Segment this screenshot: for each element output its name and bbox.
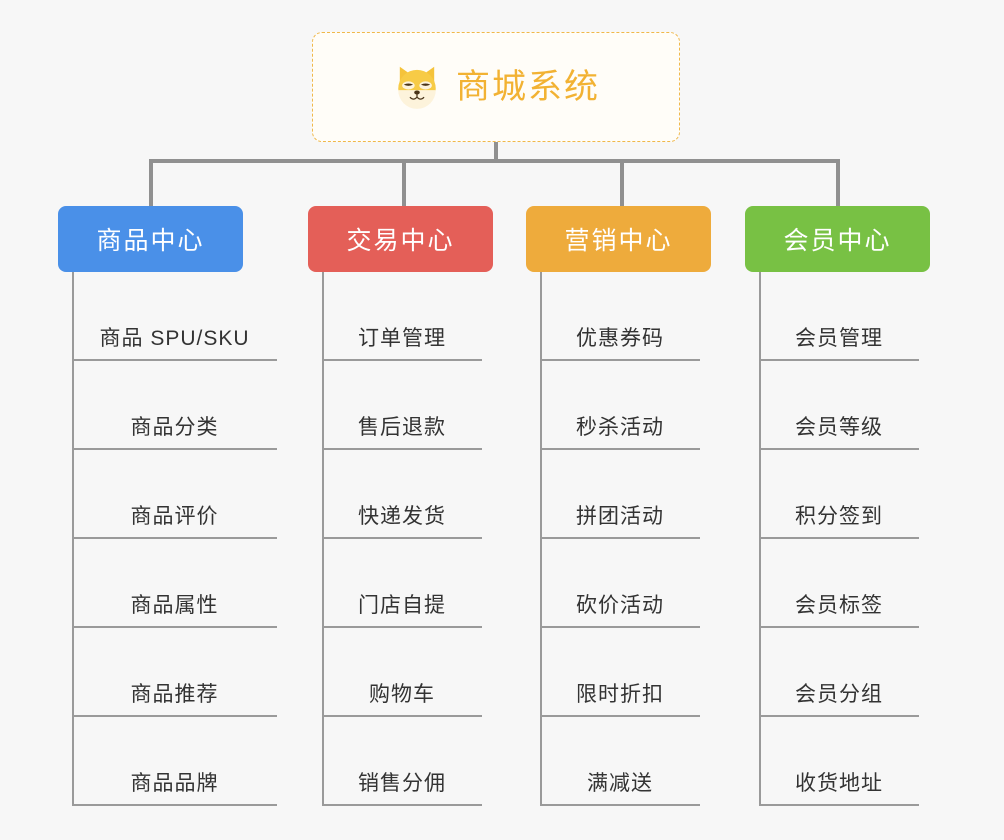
leaf-item[interactable]: 会员分组 (759, 628, 919, 717)
leaf-item-label: 会员等级 (795, 416, 883, 439)
leaf-item-label: 商品 SPU/SKU (99, 327, 250, 350)
leaf-item-label: 商品分类 (130, 416, 219, 439)
leaf-item-label: 秒杀活动 (576, 416, 664, 439)
leaf-item-label: 会员管理 (795, 327, 883, 350)
root-title: 商城系统 (456, 68, 600, 106)
leaf-item[interactable]: 商品分类 (72, 361, 277, 450)
leaf-item-label: 商品推荐 (130, 683, 219, 706)
category-label: 商品中心 (96, 227, 205, 255)
leaf-item[interactable]: 会员管理 (759, 272, 919, 361)
leaf-item[interactable]: 商品品牌 (72, 717, 277, 806)
category-box-1[interactable]: 商品中心 (58, 206, 243, 272)
branch-trunk-4 (759, 272, 761, 806)
leaf-item-label: 销售分佣 (358, 772, 446, 795)
leaf-item-label: 拼团活动 (576, 505, 664, 528)
root-node[interactable]: 商城系统 (312, 32, 680, 142)
leaf-item[interactable]: 积分签到 (759, 450, 919, 539)
leaf-item[interactable]: 销售分佣 (322, 717, 482, 806)
leaf-item[interactable]: 购物车 (322, 628, 482, 717)
branch-trunk-1 (72, 272, 74, 806)
connector-root-stem (494, 142, 498, 162)
connector-drop-2 (402, 159, 406, 208)
leaf-item[interactable]: 商品属性 (72, 539, 277, 628)
leaf-item-label: 门店自提 (358, 594, 446, 617)
branch-trunk-2 (322, 272, 324, 806)
leaf-item[interactable]: 收货地址 (759, 717, 919, 806)
category-box-4[interactable]: 会员中心 (745, 206, 930, 272)
leaf-item[interactable]: 商品 SPU/SKU (72, 272, 277, 361)
connector-drop-1 (149, 159, 153, 208)
connector-drop-3 (620, 159, 624, 208)
leaf-item[interactable]: 会员等级 (759, 361, 919, 450)
leaf-item-label: 优惠券码 (576, 327, 664, 350)
leaf-item-label: 商品评价 (130, 505, 219, 528)
leaf-item-label: 快递发货 (358, 505, 446, 528)
branch-trunk-3 (540, 272, 542, 806)
leaf-item-label: 积分签到 (795, 505, 883, 528)
category-label: 会员中心 (783, 227, 892, 255)
leaf-item-label: 订单管理 (358, 327, 446, 350)
leaf-item-label: 砍价活动 (576, 594, 664, 617)
leaf-item[interactable]: 秒杀活动 (540, 361, 700, 450)
leaf-item-label: 限时折扣 (576, 683, 664, 706)
leaf-item-label: 收货地址 (795, 772, 883, 795)
leaf-item-label: 购物车 (369, 683, 435, 706)
connector-horizontal-bus (149, 159, 839, 163)
leaf-item[interactable]: 售后退款 (322, 361, 482, 450)
leaf-item[interactable]: 商品评价 (72, 450, 277, 539)
leaf-item-label: 售后退款 (358, 416, 446, 439)
leaf-item-label: 满减送 (587, 772, 653, 795)
leaf-item[interactable]: 砍价活动 (540, 539, 700, 628)
leaf-item[interactable]: 快递发货 (322, 450, 482, 539)
leaf-item-label: 会员分组 (795, 683, 883, 706)
leaf-item[interactable]: 满减送 (540, 717, 700, 806)
leaf-item-label: 会员标签 (795, 594, 883, 617)
leaf-item-label: 商品属性 (130, 594, 219, 617)
leaf-item[interactable]: 优惠券码 (540, 272, 700, 361)
leaf-item[interactable]: 门店自提 (322, 539, 482, 628)
category-label: 营销中心 (564, 227, 673, 255)
leaf-item[interactable]: 商品推荐 (72, 628, 277, 717)
leaf-item[interactable]: 订单管理 (322, 272, 482, 361)
category-label: 交易中心 (346, 227, 455, 255)
leaf-item[interactable]: 限时折扣 (540, 628, 700, 717)
shiba-dog-face-icon (398, 66, 436, 109)
connector-drop-4 (836, 159, 840, 208)
leaf-item[interactable]: 拼团活动 (540, 450, 700, 539)
category-box-3[interactable]: 营销中心 (526, 206, 711, 272)
category-box-2[interactable]: 交易中心 (308, 206, 493, 272)
leaf-item-label: 商品品牌 (130, 772, 219, 795)
leaf-item[interactable]: 会员标签 (759, 539, 919, 628)
